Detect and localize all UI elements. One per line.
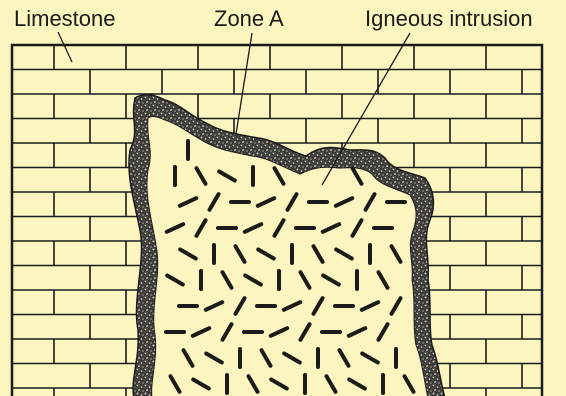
zone-a-label: Zone A — [214, 6, 284, 32]
limestone-label: Limestone — [14, 6, 116, 32]
igneous-intrusion-label: Igneous intrusion — [365, 6, 533, 32]
